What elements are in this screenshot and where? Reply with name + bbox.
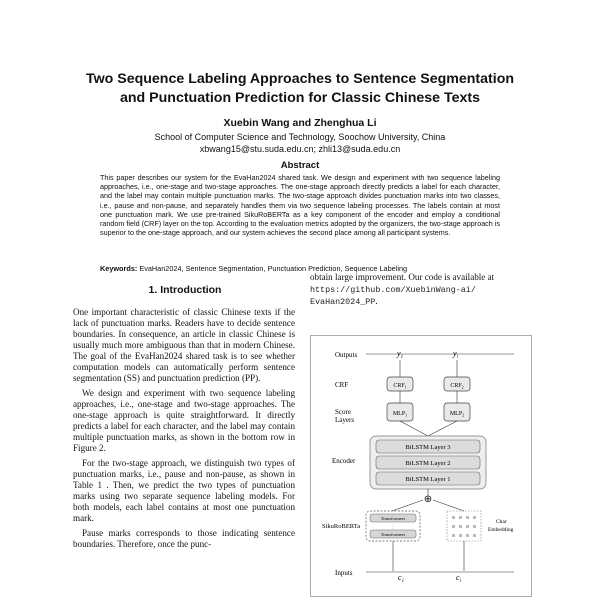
affiliation-block: School of Computer Science and Technolog… <box>40 131 560 155</box>
label-outputs: Outputs <box>335 351 357 359</box>
abstract-heading: Abstract <box>280 160 320 171</box>
output-yi: yi <box>452 349 459 360</box>
title-line-1: Two Sequence Labeling Approaches to Sent… <box>85 71 515 87</box>
authors: Xuebin Wang and Zhenghua Li <box>223 117 377 129</box>
arrow-siku-plus <box>391 499 424 512</box>
char-embedding-grid <box>452 516 476 537</box>
arrow-char-plus <box>432 499 465 512</box>
architecture-figure: Outputs CRF Score Layers Encoder SikuRoB… <box>310 335 532 597</box>
label-sikuroberta: SikuRoBERTa <box>322 523 360 530</box>
bilstm-1-box <box>375 471 481 486</box>
keywords-list: EvaHan2024, Sentence Segmentation, Punct… <box>137 264 408 273</box>
transformer-ellipsis: ⋮ <box>391 524 396 530</box>
title-line-2: and Punctuation Prediction for Classic C… <box>119 90 480 106</box>
architecture-diagram: Outputs CRF Score Layers Encoder SikuRoB… <box>310 335 532 597</box>
label-inputs: Inputs <box>335 569 353 577</box>
label-crf: CRF <box>335 381 348 389</box>
arrow-enc-mlp2 <box>427 420 458 437</box>
section-heading-introduction: 1. Introduction <box>148 284 222 296</box>
affiliation: School of Computer Science and Technolog… <box>154 132 446 142</box>
paragraph-1: One important characteristic of classic … <box>73 307 295 383</box>
char-embedding-label-1: Char <box>496 519 507 525</box>
right-text: obtain large improvement. Our code is av… <box>310 272 495 282</box>
bilstm-2-box <box>375 455 481 470</box>
url-period: . <box>375 296 378 306</box>
paragraph-4: Pause marks corresponds to those indicat… <box>73 528 295 549</box>
crf-2-label: CRF2 <box>450 383 463 390</box>
keywords-label: Keywords: <box>100 264 138 273</box>
crf-1-label: CRF1 <box>393 383 406 390</box>
bilstm-1-label: BiLSTM Layer 1 <box>405 476 450 483</box>
input-c1: c1 <box>398 573 404 584</box>
label-score: Score <box>335 408 351 416</box>
input-ci: ci <box>456 573 462 584</box>
left-column: One important characteristic of classic … <box>73 307 295 554</box>
code-url-line-1[interactable]: https://github.com/XuebinWang-ai/ <box>310 284 476 295</box>
code-url-line-2[interactable]: EvaHan2024_PP <box>310 297 376 307</box>
label-score-layers: Layers <box>335 416 354 424</box>
emails[interactable]: xbwang15@stu.suda.edu.cn; zhli13@suda.ed… <box>199 144 401 154</box>
mlp-2-label: MLP2 <box>450 411 464 418</box>
label-encoder: Encoder <box>332 457 356 465</box>
transformer-bottom-box <box>369 529 417 539</box>
paragraph-3: For the two-stage approach, we distingui… <box>73 458 295 523</box>
figure-border <box>310 335 532 597</box>
right-column-text: obtain large improvement. Our code is av… <box>310 272 532 309</box>
transformer-top-box <box>369 513 417 523</box>
mlp-1-label: MLP1 <box>393 411 407 418</box>
keywords: Keywords: EvaHan2024, Sentence Segmentat… <box>100 264 500 273</box>
bilstm-3-box <box>375 439 481 454</box>
transformer-bottom-label: Transformers <box>381 532 406 537</box>
output-y1: y1 <box>396 349 403 360</box>
bilstm-3-label: BiLSTM Layer 3 <box>405 444 450 451</box>
transformer-top-label: Transformers <box>381 516 406 521</box>
char-embedding-label-2: Embedding <box>488 527 514 533</box>
bilstm-2-label: BiLSTM Layer 2 <box>405 460 450 467</box>
arrow-enc-mlp1 <box>399 420 429 437</box>
paper-title: Two Sequence Labeling Approaches to Sent… <box>40 70 560 108</box>
abstract-text: This paper describes our system for the … <box>100 173 500 238</box>
paragraph-2: We design and experiment with two sequen… <box>73 388 295 453</box>
plus-icon: ⊕ <box>424 494 432 505</box>
